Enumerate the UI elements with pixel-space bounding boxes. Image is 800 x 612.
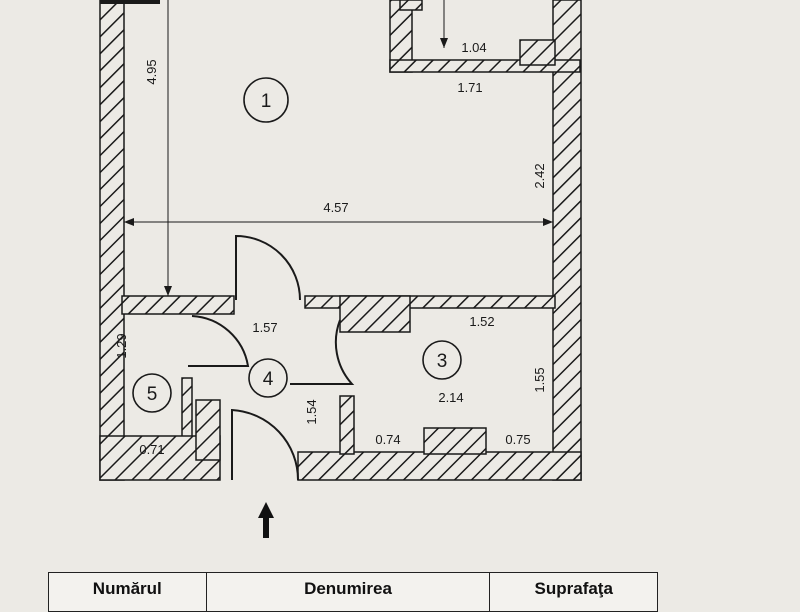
dim-arrow-495	[164, 286, 172, 296]
dim-label-154: 1.54	[304, 399, 319, 424]
area-table: Numărul Denumirea Suprafaţa	[48, 572, 658, 612]
dim-label-104: 1.04	[461, 40, 486, 55]
room-3-label: 3	[437, 351, 448, 372]
room-3-circle	[422, 340, 462, 380]
wall-bottom-bump	[423, 427, 487, 455]
header-area: Suprafaţa	[489, 572, 658, 612]
wall-mid-step	[339, 295, 411, 333]
entrance-arrow-icon	[258, 502, 274, 538]
dim-label-214: 2.14	[438, 390, 463, 405]
dim-arrow-457-right	[543, 218, 553, 226]
wall-niche-step	[519, 39, 556, 66]
room-1-label: 1	[261, 91, 272, 112]
dim-label-129: 1.29	[114, 333, 129, 358]
wall-entry-left	[195, 399, 221, 461]
dim-label-457: 4.57	[323, 200, 348, 215]
dim-label-157: 1.57	[252, 320, 277, 335]
dim-label-075: 0.75	[505, 432, 530, 447]
dim-label-171: 1.71	[457, 80, 482, 95]
wall-right	[552, 0, 582, 481]
wall-left	[99, 0, 125, 481]
room-4-circle	[248, 358, 288, 398]
wall-room5-right	[181, 377, 193, 439]
wall-bottom-right	[297, 451, 582, 481]
dim-arrow-457-left	[124, 218, 134, 226]
header-name: Denumirea	[205, 572, 491, 612]
dim-label-071: 0.71	[139, 442, 164, 457]
dim-arrow-104	[440, 38, 448, 48]
wall-corridor-stub	[339, 395, 355, 455]
door-swing-room3	[290, 319, 355, 385]
dim-label-074: 0.74	[375, 432, 400, 447]
header-number: Numărul	[48, 572, 207, 612]
room-4-label: 4	[263, 369, 274, 390]
door-swing-entry	[231, 408, 300, 481]
dim-label-242: 2.42	[532, 163, 547, 188]
room-1-circle	[243, 77, 289, 123]
door-swing-room5	[188, 315, 250, 367]
dim-label-155: 1.55	[532, 367, 547, 392]
wall-top-left	[100, 0, 160, 4]
area-table-header: Numărul Denumirea Suprafaţa	[48, 572, 658, 612]
wall-niche-top	[399, 0, 423, 11]
door-swing-top	[235, 234, 301, 301]
room-5-circle	[132, 373, 172, 413]
dim-label-495: 4.95	[144, 59, 159, 84]
room-5-label: 5	[147, 384, 158, 405]
dim-label-152: 1.52	[469, 314, 494, 329]
wall-mid-left	[121, 295, 235, 315]
